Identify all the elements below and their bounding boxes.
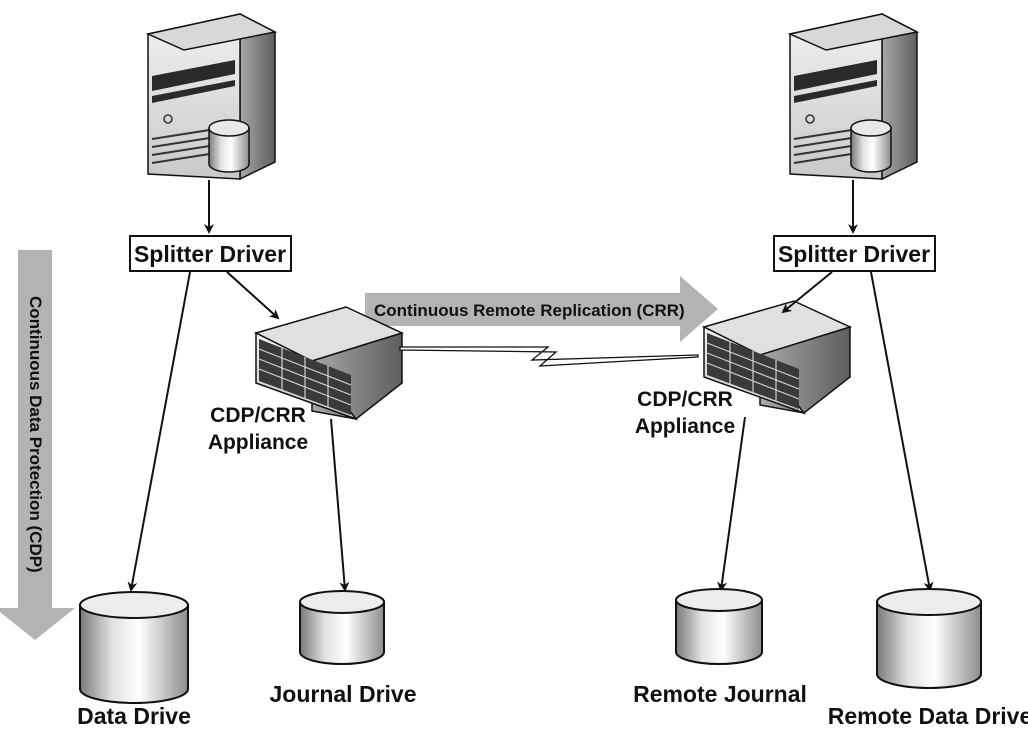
remote-journal-label: Remote Journal <box>633 681 807 707</box>
left-appliance-icon <box>253 306 405 421</box>
left-appliance-label-line1: CDP/CRR <box>210 404 306 427</box>
data-drive-icon <box>79 591 189 704</box>
cdp-arrow-label: Continuous Data Protection (CDP) <box>26 296 45 573</box>
crr-arrow: Continuous Remote Replication (CRR) <box>365 276 718 342</box>
left-splitter-driver: Splitter Driver <box>129 235 292 272</box>
connector-arrows <box>127 180 934 592</box>
right-server-icon <box>787 12 920 181</box>
crr-arrow-label: Continuous Remote Replication (CRR) <box>374 301 685 320</box>
right-server-disk-icon <box>850 119 892 173</box>
remote-journal-drive-icon <box>675 588 763 665</box>
journal-drive-icon <box>299 590 385 665</box>
left-server-disk-icon <box>208 119 250 173</box>
left-splitter-label: Splitter Driver <box>134 241 286 267</box>
right-splitter-driver: Splitter Driver <box>773 235 936 272</box>
journal-drive-label: Journal Drive <box>270 681 417 707</box>
data-drive-label: Data Drive <box>77 703 191 729</box>
cdp-arrow: Continuous Data Protection (CDP) <box>0 250 75 640</box>
wan-link-lightning <box>399 346 699 367</box>
right-splitter-label: Splitter Driver <box>778 241 930 267</box>
remote-data-drive-label: Remote Data Drive <box>828 703 1028 729</box>
right-appliance-label-line2: Appliance <box>635 415 735 438</box>
right-appliance-label-line1: CDP/CRR <box>637 388 733 411</box>
remote-data-drive-icon <box>876 588 982 689</box>
left-appliance-label-line2: Appliance <box>208 431 308 454</box>
right-appliance-icon <box>701 300 853 415</box>
